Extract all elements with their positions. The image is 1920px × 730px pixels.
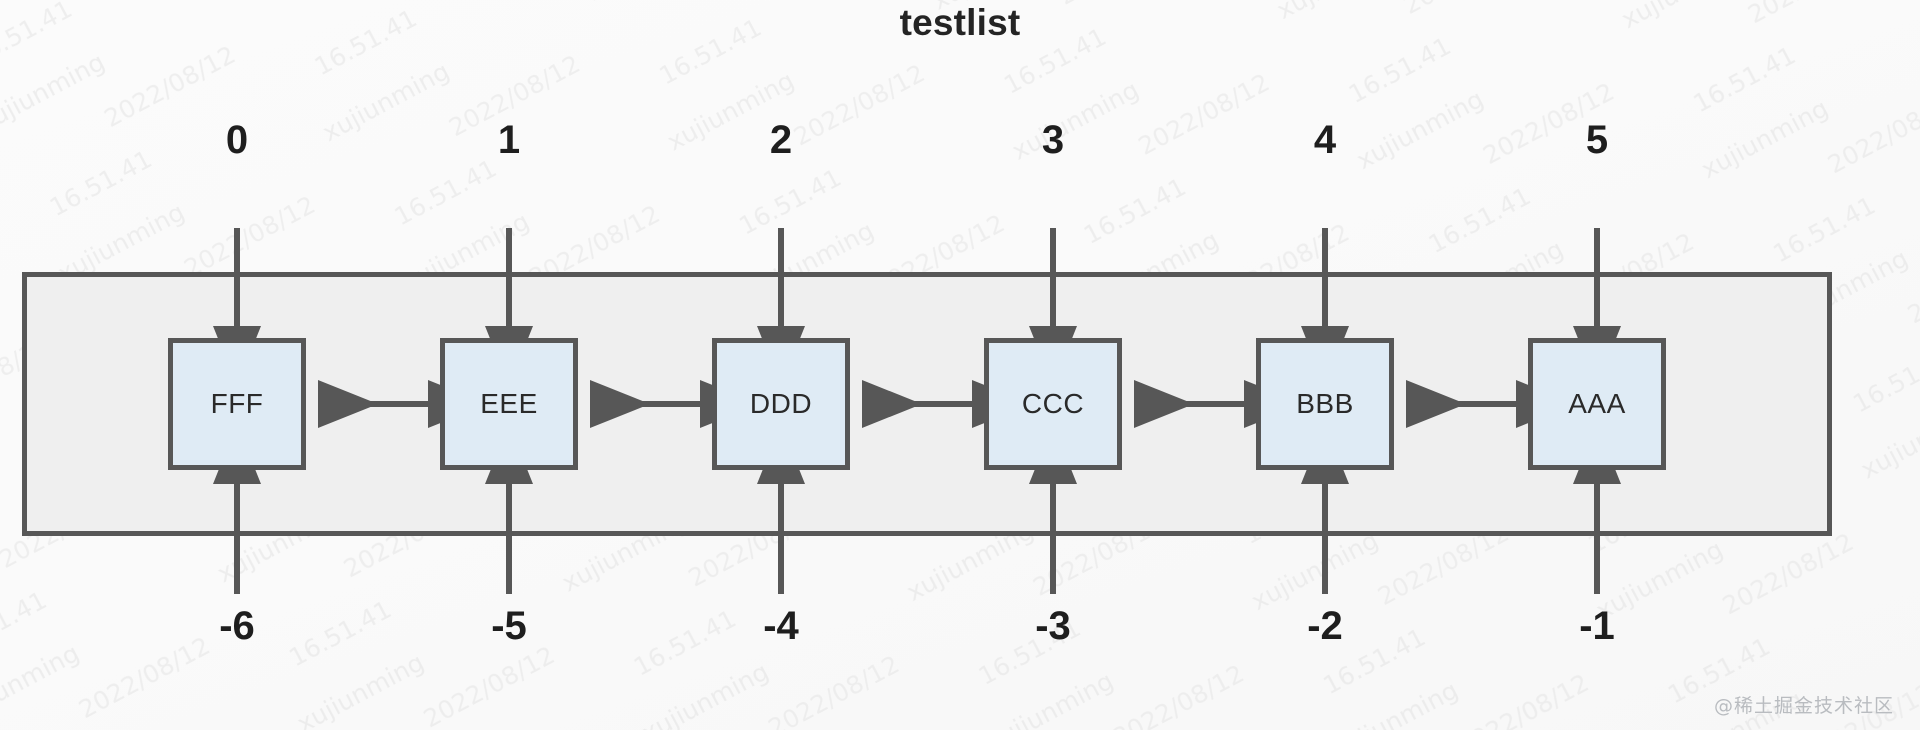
- list-item-label: DDD: [749, 388, 813, 419]
- positive-index-3: 3: [1041, 118, 1065, 162]
- negative-index-3: -3: [1035, 604, 1071, 648]
- negative-index-4: -2: [1307, 604, 1343, 648]
- negative-index-1: -5: [491, 604, 527, 648]
- positive-index-2: 2: [769, 118, 793, 162]
- page-title: testlist: [899, 2, 1021, 43]
- list-item-label: CCC: [1021, 388, 1085, 419]
- list-item-0[interactable]: FFF: [168, 338, 306, 470]
- positive-index-0: 0: [225, 118, 249, 162]
- list-item-label: FFF: [210, 388, 264, 419]
- list-item-label: BBB: [1296, 388, 1354, 419]
- positive-index-5: 5: [1585, 118, 1609, 162]
- list-item-label: EEE: [480, 388, 538, 419]
- negative-index-2: -4: [763, 604, 799, 648]
- list-item-5[interactable]: AAA: [1528, 338, 1666, 470]
- positive-index-4: 4: [1313, 118, 1337, 162]
- footer-watermark: @稀土掘金技术社区: [1713, 695, 1894, 717]
- list-item-4[interactable]: BBB: [1256, 338, 1394, 470]
- negative-index-row: -6 -5 -4 -3 -2 -1: [0, 598, 1920, 658]
- positive-index-row: 0 1 2 3 4 5: [0, 112, 1920, 172]
- list-item-1[interactable]: EEE: [440, 338, 578, 470]
- negative-index-5: -1: [1579, 604, 1615, 648]
- positive-index-1: 1: [497, 118, 521, 162]
- list-item-2[interactable]: DDD: [712, 338, 850, 470]
- negative-index-0: -6: [219, 604, 255, 648]
- list-item-label: AAA: [1568, 388, 1626, 419]
- list-item-3[interactable]: CCC: [984, 338, 1122, 470]
